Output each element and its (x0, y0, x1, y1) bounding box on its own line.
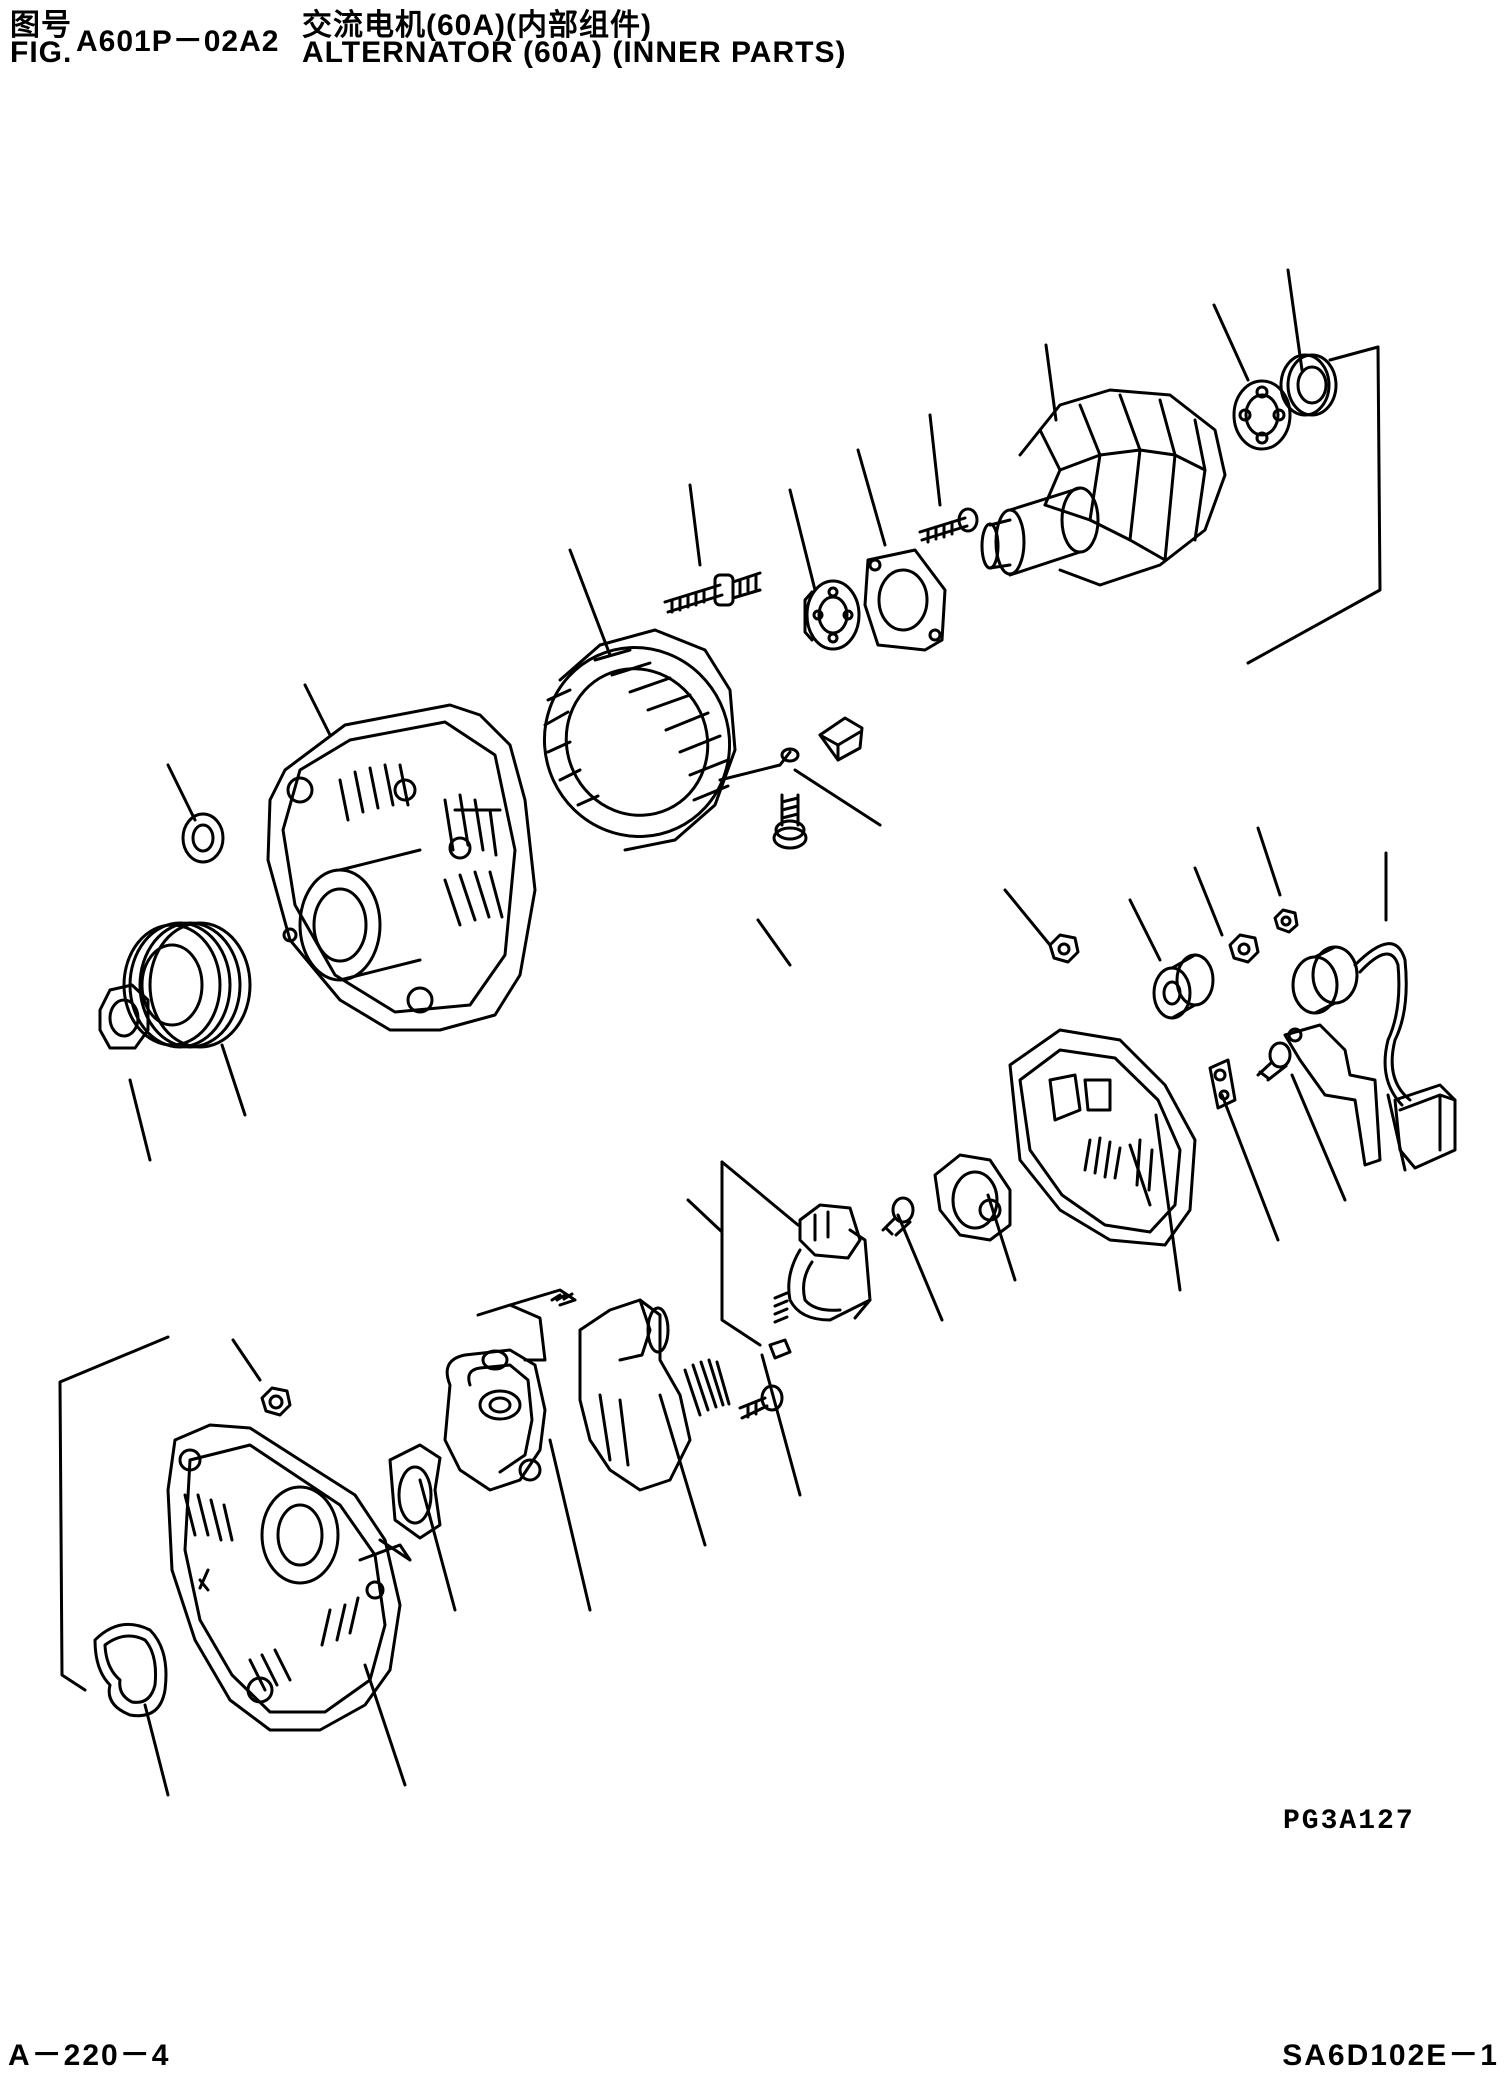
screw-lower (740, 1386, 782, 1418)
pulley (124, 923, 250, 1047)
figure-label-cn: 图号 (10, 9, 72, 42)
brush-holder (770, 1205, 870, 1358)
page-number: A－220－4 (8, 2039, 171, 2072)
slip-ring-end-frame (168, 1425, 410, 1730)
drawing-code: PG3A127 (1283, 1806, 1415, 1837)
plate-small (1210, 1060, 1235, 1108)
screw-terminal (1258, 1043, 1290, 1080)
figure-code: A601P－02A2 (76, 25, 280, 58)
rotor-assembly (982, 390, 1225, 585)
seal-ring-lower (390, 1445, 440, 1538)
nut-lower (262, 1388, 290, 1415)
screw-mid (883, 1198, 913, 1235)
bearing-right (1281, 355, 1336, 415)
connector-harness (1293, 944, 1455, 1168)
terminal-clip (820, 718, 862, 760)
regulator-assembly (580, 1300, 729, 1490)
stud-bolt (665, 573, 760, 612)
figure-title-cn: 交流电机(60A)(内部组件) (302, 9, 652, 42)
stator (513, 617, 798, 867)
drive-end-frame (268, 705, 535, 1030)
nut-small-c (1275, 910, 1297, 932)
gasket-plate (865, 550, 945, 650)
bearing-small (805, 581, 859, 649)
spacer-ring (183, 814, 223, 862)
leader-lines (60, 270, 1405, 1795)
insulator-bushing (1154, 955, 1213, 1018)
figure-label-en: FIG. (10, 36, 73, 69)
terminal-bracket (1285, 1025, 1380, 1165)
seal-ring (935, 1155, 1010, 1240)
screw-upper (920, 509, 977, 542)
gasket-lower (95, 1624, 166, 1715)
rectifier (445, 1290, 575, 1490)
document-code: SA6D102E－1 (1282, 2039, 1499, 2072)
nut-small-b (1230, 935, 1258, 962)
bearing-rotor (1234, 381, 1290, 449)
screw-washer (774, 795, 806, 848)
rear-cover (1010, 1030, 1195, 1245)
pulley-nut (100, 985, 148, 1048)
figure-title-en: ALTERNATOR (60A) (INNER PARTS) (302, 36, 847, 69)
nut-small-a (1050, 935, 1078, 962)
